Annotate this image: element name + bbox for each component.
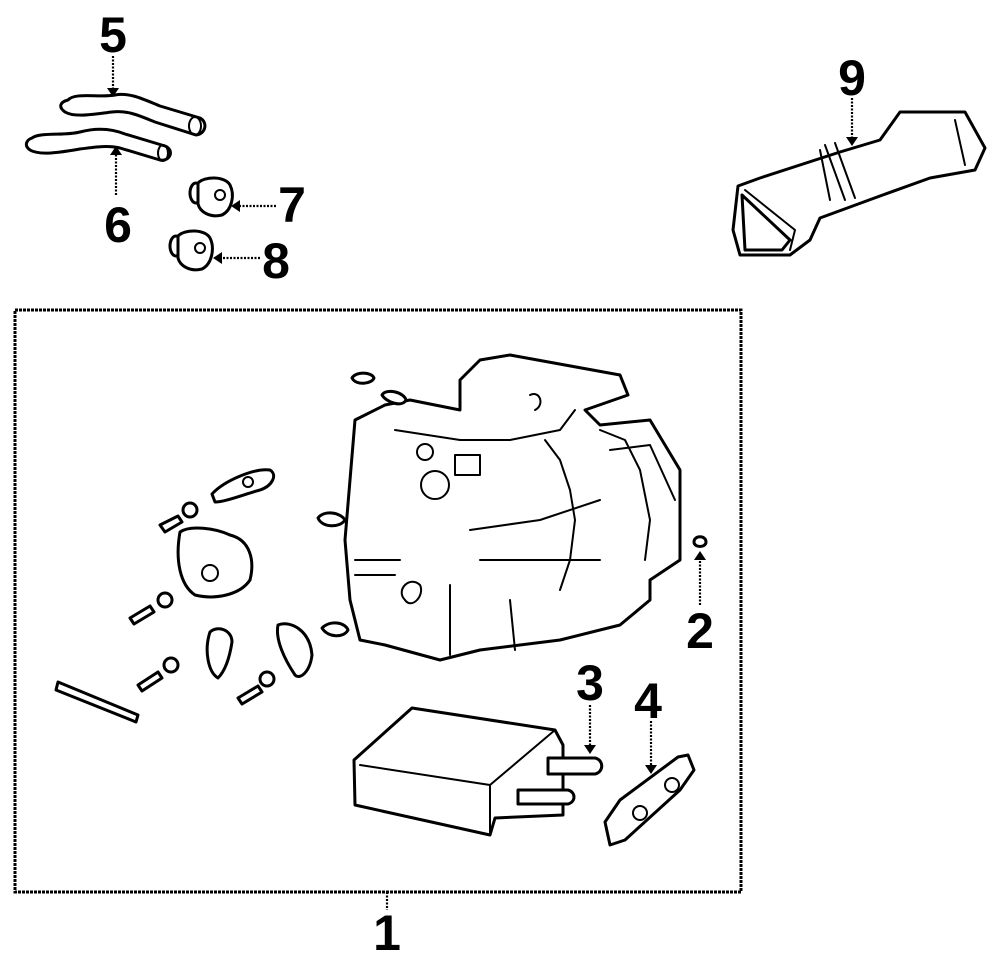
callout-9: 9	[838, 50, 866, 106]
callout-3: 3	[576, 655, 604, 711]
clip-part-2[interactable]	[692, 535, 708, 548]
core-bracket[interactable]	[603, 753, 696, 847]
clip-small[interactable]	[316, 371, 408, 638]
callout-6: 6	[104, 197, 132, 253]
heater-case[interactable]	[343, 353, 682, 662]
seal-strip[interactable]	[54, 680, 140, 724]
callout-7: 7	[278, 177, 306, 233]
assembly-frame	[13, 308, 743, 894]
callout-1: 1	[373, 905, 401, 961]
grommet-lower[interactable]	[168, 229, 214, 272]
callout-5: 5	[99, 7, 127, 63]
callout-8: 8	[262, 233, 290, 289]
outlet-hose[interactable]	[24, 127, 172, 162]
callout-4: 4	[634, 673, 662, 729]
heater-core[interactable]	[352, 706, 604, 837]
callout-2: 2	[686, 603, 714, 659]
grommet-upper[interactable]	[188, 176, 234, 218]
inlet-hose[interactable]	[59, 92, 207, 137]
actuator-parts[interactable]	[128, 468, 314, 706]
air-duct[interactable]	[731, 110, 987, 257]
